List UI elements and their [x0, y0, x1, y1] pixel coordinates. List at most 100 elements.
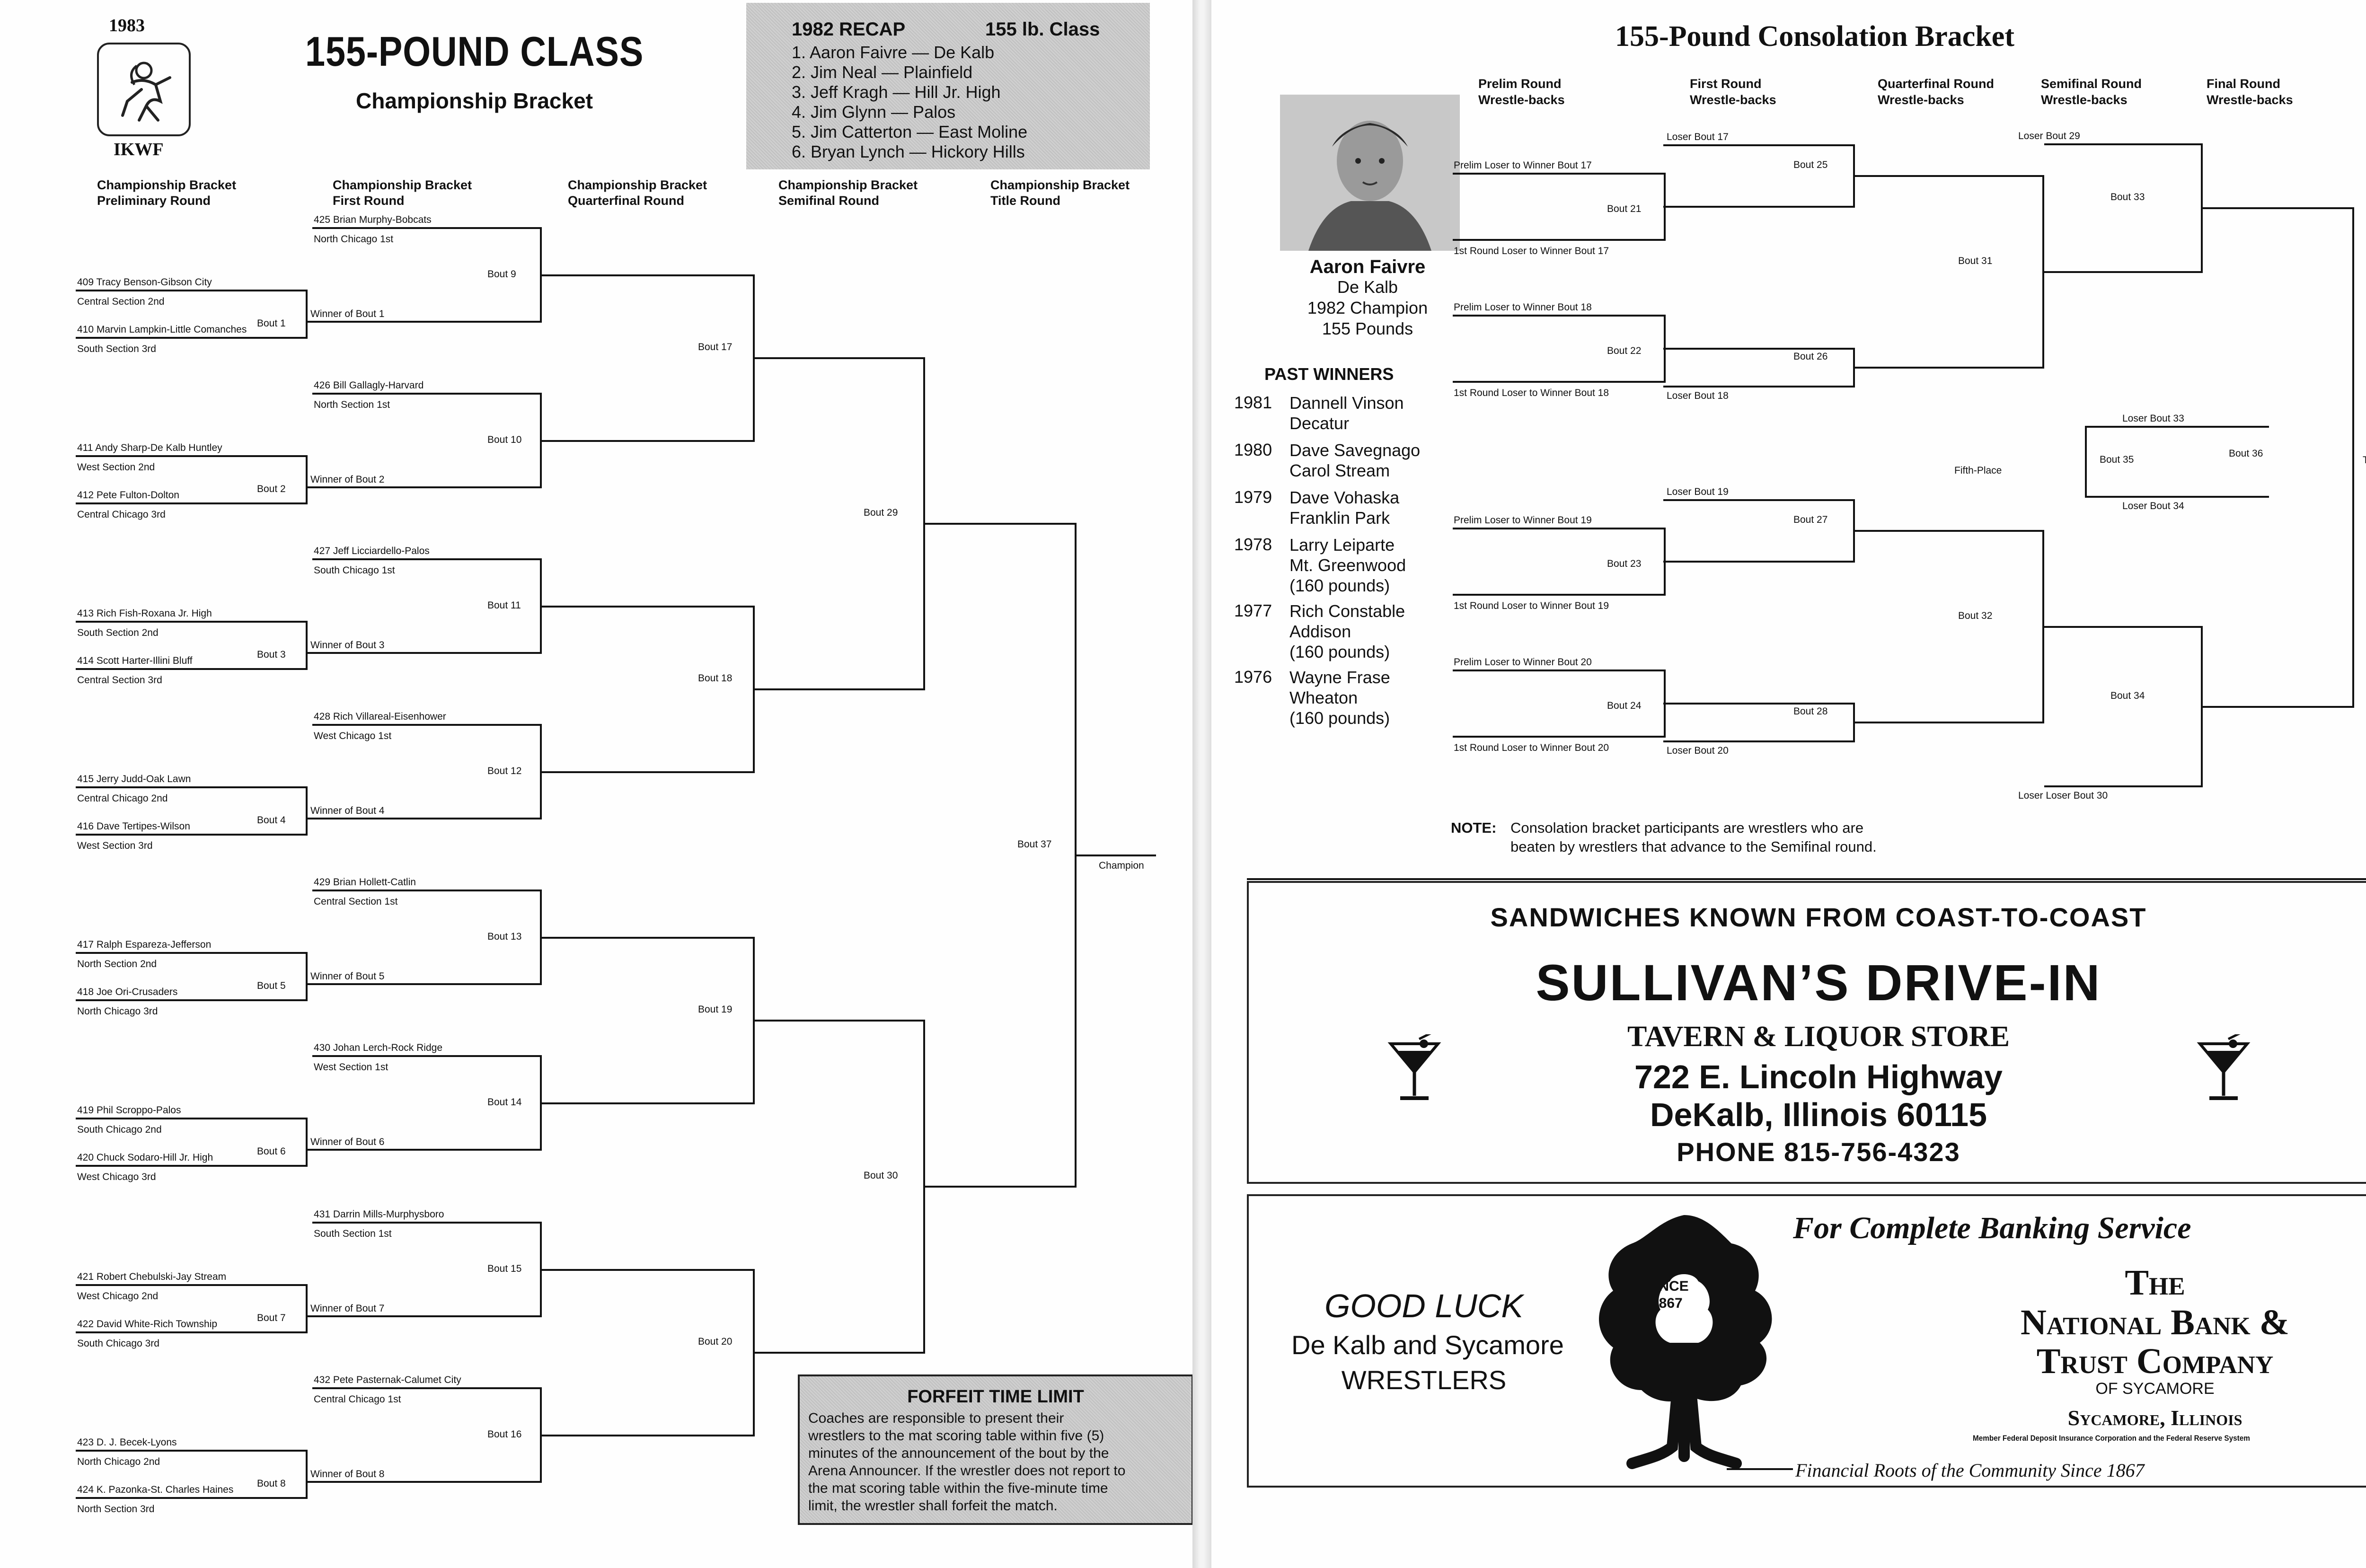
past-winners-title: PAST WINNERS — [1264, 364, 1394, 384]
seed-line — [312, 1222, 542, 1224]
bout-label: Bout 6 — [257, 1146, 286, 1157]
third-place-label: Third Place — [2363, 455, 2366, 466]
semi-connector — [923, 1020, 925, 1354]
prelim-connector — [306, 621, 308, 670]
wrestler-name: 409 Tracy Benson-Gibson City — [77, 277, 212, 288]
prelim-connector — [306, 952, 308, 1001]
note-label: NOTE: — [1451, 819, 1497, 836]
champion-line — [1077, 854, 1156, 856]
bout-label: Bout 15 — [487, 1263, 522, 1274]
consolation-connector — [2352, 207, 2354, 708]
prelim-line — [76, 999, 308, 1001]
column-header: Prelim Round — [1478, 77, 1562, 91]
bout-label: Bout 16 — [487, 1429, 522, 1440]
seed-line — [312, 724, 542, 726]
consolation-line — [1453, 381, 1666, 383]
winner-line — [308, 818, 542, 819]
page-title: 155-POUND CLASS — [305, 28, 644, 75]
quarter-line — [542, 771, 755, 773]
ad-address: 722 E. Lincoln Highway — [1634, 1058, 2003, 1095]
semi-line — [755, 1020, 925, 1022]
past-winner-name: Wheaton — [1289, 688, 1358, 707]
wrestler-section: North Section 2nd — [77, 959, 157, 969]
bank-of: OF SYCAMORE — [2095, 1380, 2215, 1398]
bout-label: Bout 37 — [1017, 839, 1052, 850]
final-line — [925, 523, 1077, 525]
wrestler-section: West Section 3rd — [77, 840, 153, 851]
first-round-connector — [540, 1387, 542, 1483]
wrestler-name: 418 Joe Ori-Crusaders — [77, 987, 178, 997]
past-winner-year: 1980 — [1234, 440, 1272, 459]
consolation-line — [2044, 143, 2203, 145]
prelim-connector — [306, 1284, 308, 1333]
loser-label: Loser Bout 18 — [1667, 390, 1729, 401]
bout-label: Bout 25 — [1793, 159, 1828, 170]
bout-label: Bout 24 — [1607, 700, 1642, 711]
consolation-connector — [2201, 626, 2203, 787]
column-header-sub: Wrestle-backs — [2207, 93, 2293, 107]
first-round-connector — [540, 393, 542, 488]
champion-photo — [1280, 95, 1460, 251]
column-header-sub: Wrestle-backs — [1878, 93, 1964, 107]
bout-label: Bout 29 — [864, 507, 898, 518]
column-header: Championship Bracket — [568, 178, 707, 192]
consolation-connector — [2201, 143, 2203, 273]
prelim-line — [76, 621, 308, 623]
quarter-line — [542, 937, 755, 939]
page-gutter — [1192, 0, 1211, 1568]
consolation-line — [1855, 530, 2044, 532]
prelim-connector — [306, 455, 308, 504]
column-header-sub: Wrestle-backs — [2041, 93, 2128, 107]
consolation-entry: Prelim Loser to Winner Bout 17 — [1454, 160, 1592, 171]
wrestler-name: 416 Dave Tertipes-Wilson — [77, 821, 190, 832]
past-winner-year: 1981 — [1234, 393, 1272, 412]
ad-name: SULLIVAN’S DRIVE-IN — [1536, 954, 2101, 1011]
prelim-line — [76, 786, 308, 788]
final-connector — [1075, 523, 1077, 1188]
wrestler-section: South Chicago 3rd — [77, 1338, 159, 1349]
bout-label: Bout 12 — [487, 766, 522, 776]
past-winner-year: 1977 — [1234, 601, 1272, 620]
winner-line — [308, 1315, 542, 1317]
column-header: Championship Bracket — [778, 178, 918, 192]
winner-line — [308, 1149, 542, 1151]
bout-label: Bout 28 — [1793, 706, 1828, 717]
past-winner-year: 1978 — [1234, 535, 1272, 554]
bout-label: Bout 21 — [1607, 203, 1642, 214]
consolation-line — [1453, 736, 1666, 738]
prelim-line — [76, 1331, 308, 1333]
prelim-line — [76, 1497, 308, 1499]
past-winner-name: (160 pounds) — [1289, 642, 1390, 661]
forfeit-line: wrestlers to the mat scoring table withi… — [808, 1428, 1104, 1444]
bout-label: Bout 3 — [257, 649, 286, 660]
consolation-entry: 1st Round Loser to Winner Bout 17 — [1454, 246, 1609, 256]
consolation-line — [1855, 367, 2044, 369]
wrestler-section: South Chicago 2nd — [77, 1124, 162, 1135]
column-header-sub: First Round — [333, 194, 405, 208]
recap-line: 3. Jeff Kragh — Hill Jr. High — [792, 82, 1001, 102]
loser-label: Loser Bout 20 — [1667, 745, 1729, 756]
consolation-entry: 1st Round Loser to Winner Bout 20 — [1454, 742, 1609, 753]
wrestler-section: West Chicago 3rd — [77, 1172, 156, 1182]
column-header: Championship Bracket — [333, 178, 472, 192]
past-winner-name: Wayne Frase — [1289, 668, 1390, 687]
bank-name: Trust Company — [2036, 1341, 2274, 1381]
bout-label: Bout 32 — [1958, 610, 1993, 621]
wrestler-section: West Section 2nd — [77, 462, 155, 473]
seed-section: West Section 1st — [314, 1062, 388, 1073]
column-header-sub: Wrestle-backs — [1478, 93, 1565, 107]
ikwf-logo-icon — [97, 43, 191, 136]
first-round-connector — [540, 890, 542, 985]
ad-phone: PHONE 815-756-4323 — [1677, 1137, 1960, 1167]
loser-label: Loser Bout 34 — [2122, 501, 2184, 511]
forfeit-line: Arena Announcer. If the wrestler does no… — [808, 1463, 1126, 1479]
seed-line — [312, 1055, 542, 1057]
bout-label: Bout 23 — [1607, 558, 1642, 569]
seed-name: 426 Bill Gallagly-Harvard — [314, 380, 424, 391]
consolation-line — [1855, 722, 2044, 723]
wrestler-section: South Section 2nd — [77, 627, 159, 638]
forfeit-line: limit, the wrestler shall forfeit the ma… — [808, 1498, 1058, 1514]
forfeit-line: Coaches are responsible to present their — [808, 1410, 1064, 1426]
